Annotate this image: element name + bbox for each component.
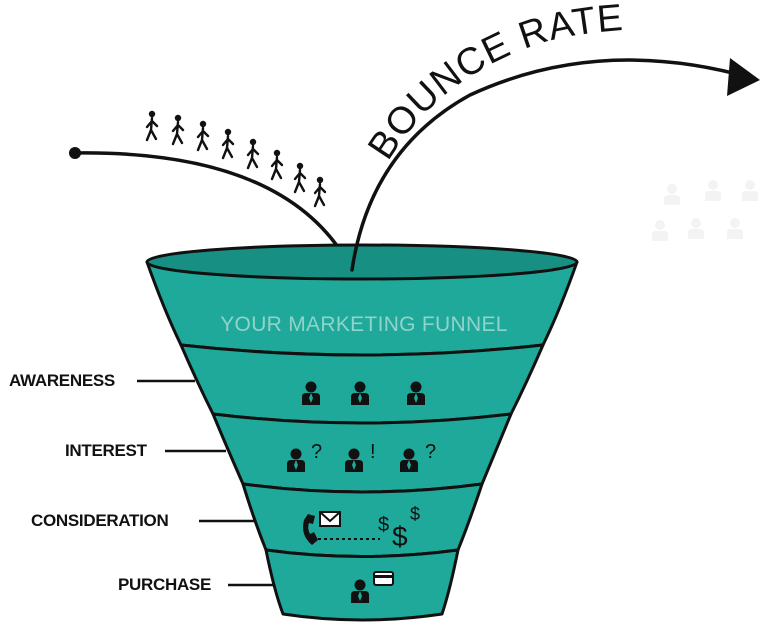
credit-card-icon bbox=[373, 571, 394, 586]
purchase-icons bbox=[351, 571, 394, 603]
stage-label-interest: INTEREST bbox=[65, 441, 147, 460]
envelope-icon bbox=[319, 511, 341, 527]
walking-person-icon bbox=[313, 175, 327, 208]
phone-icon bbox=[303, 514, 318, 545]
walking-person-icon bbox=[270, 148, 284, 181]
walking-person-icon bbox=[171, 113, 185, 146]
bounce-rate-text: BOUNCE RATE bbox=[360, 0, 624, 167]
stage-label-consideration: CONSIDERATION bbox=[31, 511, 169, 530]
walking-person-icon bbox=[246, 137, 260, 170]
interest-icons: ? ! ? bbox=[287, 441, 436, 472]
walking-person-icon bbox=[221, 127, 235, 160]
bounce-rate-title: BOUNCE RATE bbox=[360, 0, 625, 167]
consideration-icons: $ $ $ bbox=[303, 504, 420, 552]
exclamation-mark: ! bbox=[370, 441, 376, 463]
funnel bbox=[145, 243, 579, 622]
visitor-path bbox=[73, 151, 354, 272]
walking-person-icon bbox=[293, 161, 307, 194]
svg-text:$: $ bbox=[378, 514, 389, 536]
funnel-layer-consideration bbox=[241, 482, 484, 558]
question-mark: ? bbox=[311, 441, 322, 463]
arrow-head-icon bbox=[727, 58, 760, 96]
svg-text:$: $ bbox=[392, 521, 408, 552]
funnel-title: YOUR MARKETING FUNNEL bbox=[220, 313, 508, 336]
faded-people-group bbox=[652, 180, 758, 241]
funnel-layer-interest bbox=[211, 412, 513, 494]
walking-person-icon bbox=[145, 109, 159, 142]
dollar-icon: $ $ $ bbox=[378, 504, 420, 552]
stage-connectors bbox=[137, 379, 274, 587]
svg-text:$: $ bbox=[410, 504, 420, 524]
bounce-arrow bbox=[350, 58, 754, 272]
stage-label-awareness: AWARENESS bbox=[9, 371, 115, 390]
funnel-opening bbox=[145, 243, 579, 281]
question-mark: ? bbox=[425, 441, 436, 463]
walking-person-icon bbox=[196, 119, 210, 152]
stage-label-purchase: PURCHASE bbox=[118, 575, 212, 594]
